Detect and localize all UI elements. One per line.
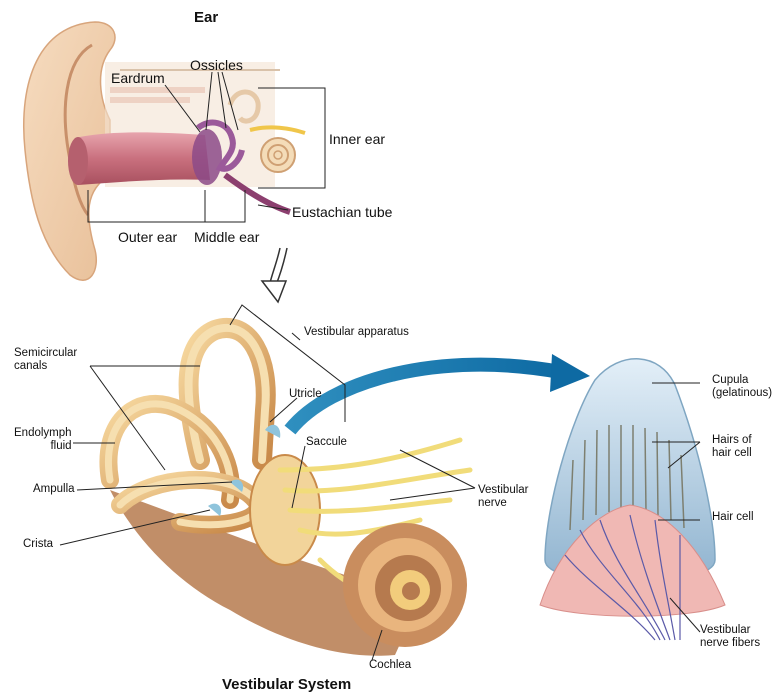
saccule-label: Saccule <box>306 436 347 449</box>
eardrum-label: Eardrum <box>111 70 165 86</box>
hairs-of-hair-cell-label: Hairs of hair cell <box>712 434 752 460</box>
outer-ear-label: Outer ear <box>118 229 177 245</box>
vestibular-nerve-label: Vestibular nerve <box>478 484 529 510</box>
crista-label: Crista <box>23 538 53 551</box>
cupula-label: Cupula (gelatinous) <box>712 374 772 400</box>
vestibular-system-title: Vestibular System <box>222 676 351 693</box>
inner-ear-label: Inner ear <box>329 131 385 147</box>
cochlea-drawing <box>343 523 467 647</box>
ear-title: Ear <box>194 9 218 26</box>
ampulla-label: Ampulla <box>33 483 75 496</box>
down-arrow <box>262 248 287 302</box>
cochlea-label: Cochlea <box>369 659 411 672</box>
ossicles-label: Ossicles <box>190 57 243 73</box>
magnification-arrow <box>290 354 590 430</box>
hair-cell-label: Hair cell <box>712 511 754 524</box>
ear-canal-drawing <box>68 132 210 185</box>
cupula-drawing <box>540 359 725 640</box>
middle-ear-label: Middle ear <box>194 229 259 245</box>
vestibular-nerve-fibers-label: Vestibular nerve fibers <box>700 624 760 650</box>
semicircular-canals-label: Semicircular canals <box>14 347 77 373</box>
eustachian-tube-label: Eustachian tube <box>292 204 392 220</box>
vestibular-apparatus-label: Vestibular apparatus <box>304 326 409 339</box>
utricle-label: Utricle <box>289 388 322 401</box>
endolymph-fluid-label: Endolymph fluid <box>14 427 72 453</box>
